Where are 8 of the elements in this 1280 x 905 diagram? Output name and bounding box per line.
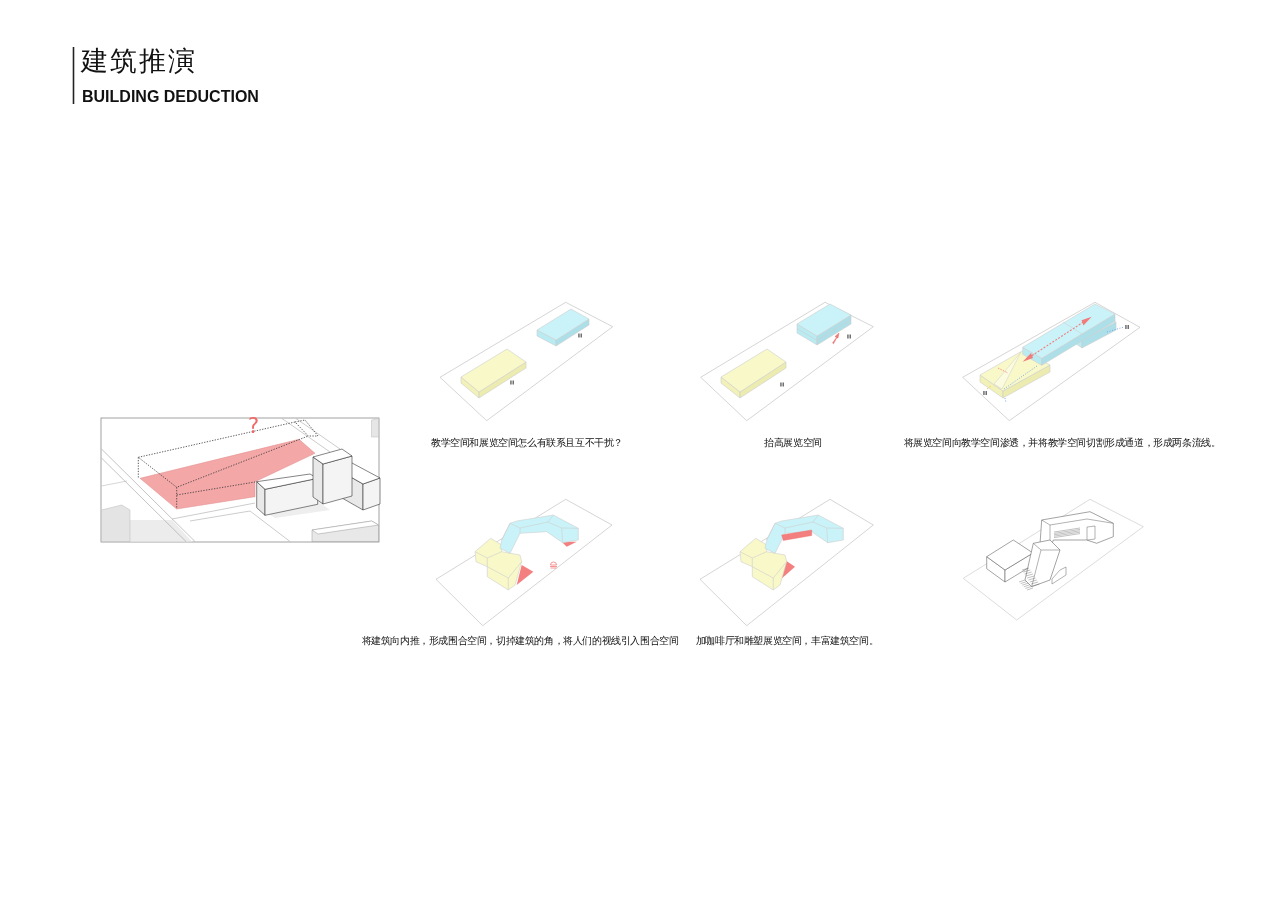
caption: 将建筑向内推，形成围合空间，切掉建筑的角，将人们的视线引入围合空间 — [361, 635, 679, 647]
subtitle: BUILDING DEDUCTION — [82, 88, 259, 107]
caption: 将展览空间向教学空间渗透，并将教学空间切割形成通道，形成两条流线。 — [903, 437, 1221, 449]
title: 建筑推演 — [81, 45, 197, 77]
caption: 抬高展览空间 — [764, 437, 822, 449]
caption: 加咖啡厅和雕塑展览空间，丰富建筑空间。 — [695, 635, 879, 647]
caption: 教学空间和展览空间怎么有联系且互不干扰？ — [431, 437, 623, 449]
question-mark: ? — [247, 414, 260, 439]
